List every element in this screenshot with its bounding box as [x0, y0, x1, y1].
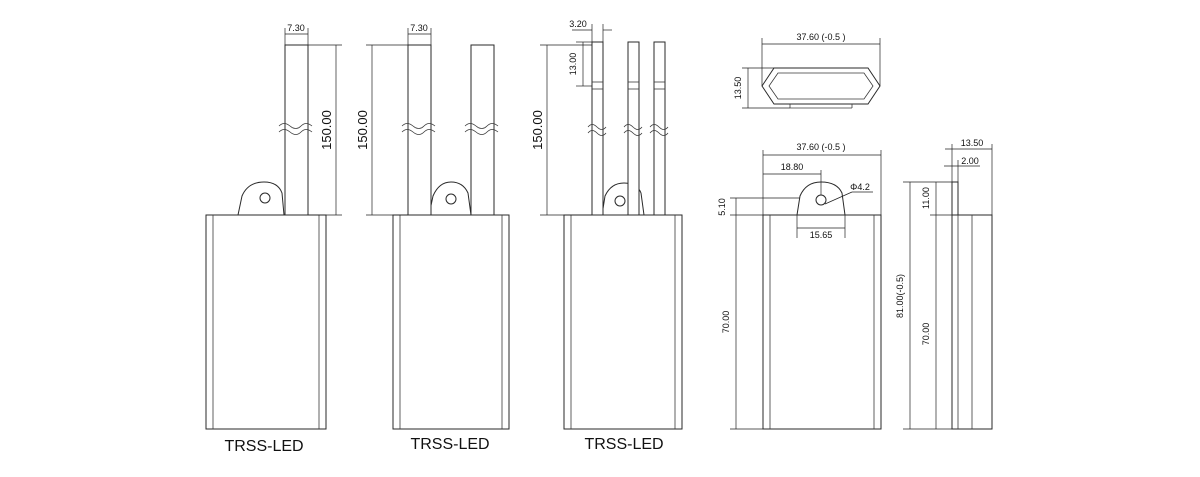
width-label: 37.60 (-0.5 ) — [796, 142, 845, 152]
outline-inner — [768, 72, 874, 100]
tab-offset-label: 18.80 — [781, 162, 804, 172]
tab-width-label: 15.65 — [810, 230, 833, 240]
mounting-tab — [237, 181, 285, 216]
mounting-hole — [614, 195, 626, 207]
tab-height-label: 11.00 — [921, 187, 931, 209]
top-view: 37.60 (-0.5 ) 13.50 — [733, 32, 881, 109]
break-mark — [587, 130, 607, 136]
width-label: 37.60 (-0.5 ) — [796, 32, 845, 42]
lead-wire — [627, 41, 640, 216]
mounting-hole — [259, 192, 271, 204]
component-body — [563, 214, 683, 430]
component-body — [205, 214, 327, 430]
view-caption: TRSS-LED — [224, 438, 303, 455]
view-caption: TRSS-LED — [410, 436, 489, 453]
lead-length-label: 150.00 — [530, 110, 545, 150]
lead-length-label: 150.00 — [355, 110, 370, 150]
total-height-label: 81.00(-0.5) — [895, 274, 905, 318]
lead-wire — [653, 41, 666, 216]
strip-length-label: 13.00 — [568, 53, 578, 76]
view-3: 3.20 13.00 150.00 TRSS-LED — [530, 19, 683, 453]
hole-label: Φ4.2 — [850, 182, 870, 192]
body-height-label: 70.00 — [921, 323, 931, 346]
break-mark — [401, 129, 436, 135]
side-view: 13.50 2.00 11.00 81.00(-0.5) 70.00 — [895, 138, 993, 430]
mounting-hole — [445, 193, 457, 205]
view-2: 7.30 150.00 TRSS-LED — [355, 23, 510, 453]
break-mark — [587, 124, 607, 130]
component-body — [392, 214, 510, 430]
height-label: 13.50 — [733, 77, 743, 100]
depth-label: 13.50 — [961, 138, 984, 148]
body-height-label: 70.00 — [721, 311, 731, 334]
lead-wire — [591, 41, 604, 216]
front-view: 37.60 (-0.5 ) 18.80 Φ4.2 15.65 5.10 70.0… — [717, 142, 882, 430]
break-mark — [649, 124, 669, 130]
tab-side — [951, 181, 959, 216]
lead-width-label: 7.30 — [287, 23, 305, 33]
break-mark — [278, 123, 313, 129]
component-body — [762, 214, 882, 430]
view-1: 7.30 150.00 TRSS-LED — [205, 23, 342, 455]
lead-width-label: 7.30 — [410, 23, 428, 33]
lead-length-label: 150.00 — [319, 110, 334, 150]
break-mark — [464, 123, 499, 129]
break-mark — [623, 124, 643, 130]
tab-thickness-label: 2.00 — [961, 156, 979, 166]
tab-height-label: 5.10 — [717, 198, 727, 216]
break-mark — [649, 130, 669, 136]
mounting-tab — [428, 181, 472, 216]
leader-line — [824, 191, 853, 205]
break-mark — [278, 129, 313, 135]
break-mark — [623, 130, 643, 136]
view-caption: TRSS-LED — [584, 436, 663, 453]
break-mark — [401, 123, 436, 129]
lead-width-label: 3.20 — [569, 19, 587, 29]
break-mark — [464, 129, 499, 135]
